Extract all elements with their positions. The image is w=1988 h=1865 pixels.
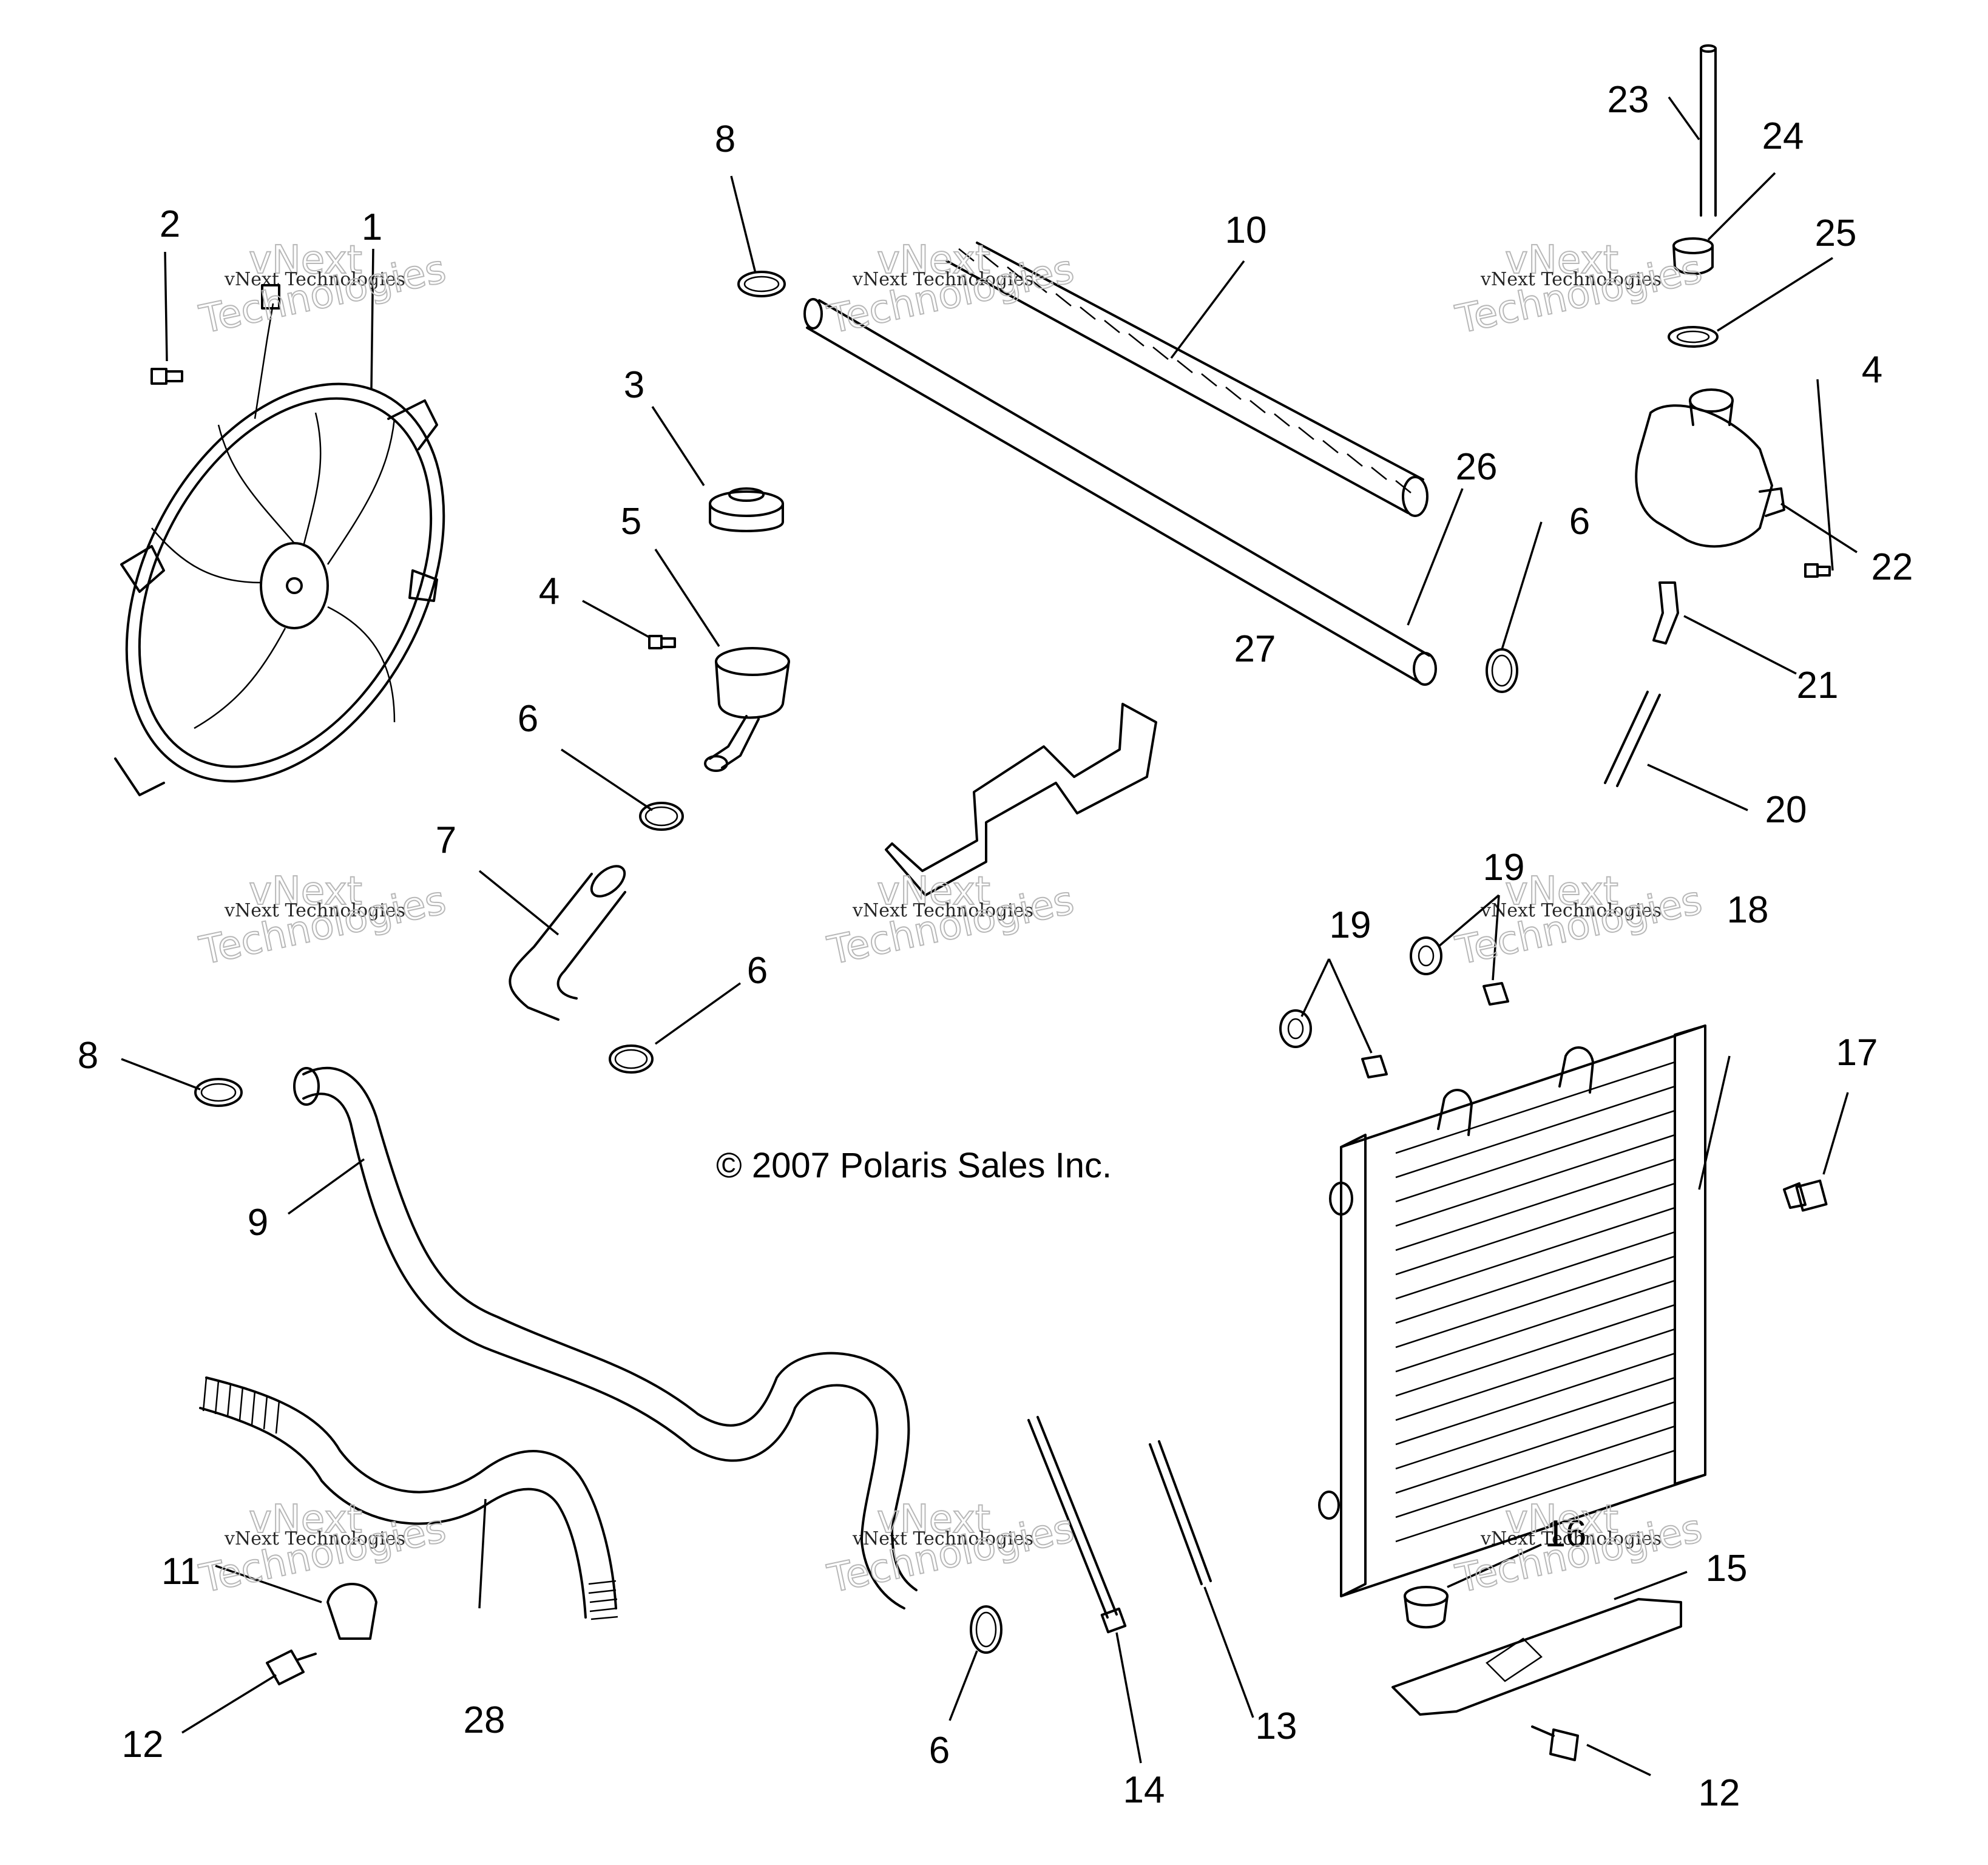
screw-part-2 <box>150 368 183 385</box>
washer-19b <box>1483 982 1509 1006</box>
callout-8-top: 8 <box>715 118 735 160</box>
hose-fitting <box>1652 581 1679 645</box>
leader-lines <box>121 96 1858 1776</box>
svg-text:vNext Technologies: vNext Technologies <box>852 269 1033 290</box>
svg-text:vNext Technologies: vNext Technologies <box>224 900 405 921</box>
callout-28: 28 <box>464 1699 505 1741</box>
corrugated-hose <box>199 1376 618 1620</box>
svg-text:vNext Technologies: vNext Technologies <box>224 269 405 290</box>
radiator <box>1318 1024 1706 1597</box>
reservoir-washer <box>1668 326 1719 348</box>
svg-text:vNext Technologies: vNext Technologies <box>1480 1528 1662 1549</box>
callout-17: 17 <box>1836 1032 1878 1074</box>
hose-clamp-6b <box>609 1044 654 1074</box>
svg-text:vNext Technologies: vNext Technologies <box>852 1528 1033 1549</box>
callout-22: 22 <box>1871 546 1913 588</box>
callout-15: 15 <box>1706 1548 1748 1589</box>
svg-text:vNext: vNext <box>249 238 362 283</box>
callout-9: 9 <box>248 1202 268 1244</box>
reservoir-cap <box>1672 237 1714 276</box>
long-hose <box>293 1066 918 1609</box>
hose-clamp-6a <box>639 802 684 831</box>
corrugated-tube <box>945 242 1428 517</box>
callout-18: 18 <box>1727 889 1769 931</box>
svg-text:vNext Technologies: vNext Technologies <box>1480 900 1662 921</box>
callout-4-left: 4 <box>539 570 560 612</box>
callout-23: 23 <box>1608 79 1649 121</box>
callout-19-left: 19 <box>1330 904 1371 946</box>
vent-tube <box>1700 44 1717 217</box>
bolt-17 <box>1783 1179 1828 1212</box>
callout-6-c: 6 <box>1569 501 1590 543</box>
svg-text:vNext: vNext <box>877 869 990 914</box>
callout-11: 11 <box>161 1551 200 1593</box>
callout-21: 21 <box>1797 665 1839 706</box>
callout-12-left: 12 <box>122 1724 164 1765</box>
filler-neck <box>704 647 790 772</box>
short-hose <box>509 865 626 1021</box>
screw-part-4-right <box>1804 563 1831 578</box>
callout-6-d: 6 <box>929 1730 950 1772</box>
callout-25: 25 <box>1815 212 1857 254</box>
screw-part-4-left <box>648 635 676 649</box>
callout-26: 26 <box>1456 446 1498 488</box>
callout-12-right: 12 <box>1699 1772 1740 1814</box>
grommet-19a <box>1279 1009 1312 1048</box>
callout-24: 24 <box>1762 115 1804 157</box>
callout-8-left: 8 <box>78 1035 98 1077</box>
callout-14: 14 <box>1123 1769 1165 1811</box>
push-pin-left <box>266 1650 317 1685</box>
callout-16: 16 <box>1545 1513 1587 1555</box>
copyright-notice: © 2007 Polaris Sales Inc. <box>716 1146 1112 1185</box>
callout-10: 10 <box>1225 209 1267 251</box>
svg-text:vNext Technologies: vNext Technologies <box>852 900 1033 921</box>
callout-3: 3 <box>624 364 644 406</box>
grommet-16 <box>1404 1586 1449 1629</box>
callout-19-right: 19 <box>1483 847 1525 888</box>
mounting-bracket <box>885 703 1157 896</box>
callout-27: 27 <box>1234 628 1276 670</box>
svg-text:vNext Technologies: vNext Technologies <box>224 1528 405 1549</box>
cooling-fan-assembly <box>114 284 445 796</box>
svg-text:vNext: vNext <box>1505 1497 1618 1542</box>
svg-text:vNext: vNext <box>249 1497 362 1542</box>
callout-13: 13 <box>1256 1705 1297 1747</box>
clamp-8-left <box>194 1078 243 1107</box>
svg-text:vNext: vNext <box>1505 238 1618 283</box>
callout-6-a: 6 <box>518 698 538 740</box>
hose-clamp-6d <box>970 1605 1002 1654</box>
svg-text:vNext: vNext <box>249 869 362 914</box>
grommet-19b <box>1410 936 1442 975</box>
callout-2: 2 <box>160 203 180 245</box>
coolant-reservoir <box>1635 388 1785 548</box>
callout-20: 20 <box>1765 789 1807 831</box>
svg-text:vNext Technologies: vNext Technologies <box>1480 269 1662 290</box>
hose-clip <box>326 1583 377 1640</box>
svg-text:vNext: vNext <box>877 238 990 283</box>
svg-text:vNext: vNext <box>1505 869 1618 914</box>
radiator-cap <box>709 487 784 532</box>
callout-5: 5 <box>621 501 641 543</box>
lower-bracket <box>1391 1598 1682 1716</box>
callout-numbers: 1 2 3 4 4 5 6 6 6 6 7 8 8 9 10 11 12 12 … <box>78 79 1913 1814</box>
cable-tie-14 <box>1027 1416 1127 1634</box>
callout-7: 7 <box>436 819 456 861</box>
overflow-hose <box>1604 691 1661 787</box>
cable-tie-13 <box>1149 1440 1212 1585</box>
washer-19a <box>1361 1055 1388 1078</box>
plain-tube <box>803 298 1437 686</box>
push-pin-right <box>1531 1725 1579 1761</box>
svg-text:vNext: vNext <box>877 1497 990 1542</box>
clamp-8-top <box>737 271 786 297</box>
callout-1: 1 <box>362 206 382 248</box>
callout-6-b: 6 <box>747 950 768 992</box>
watermark: vNext vNext Technologies Technologies <box>1452 868 1707 975</box>
callout-4-right: 4 <box>1862 349 1882 391</box>
